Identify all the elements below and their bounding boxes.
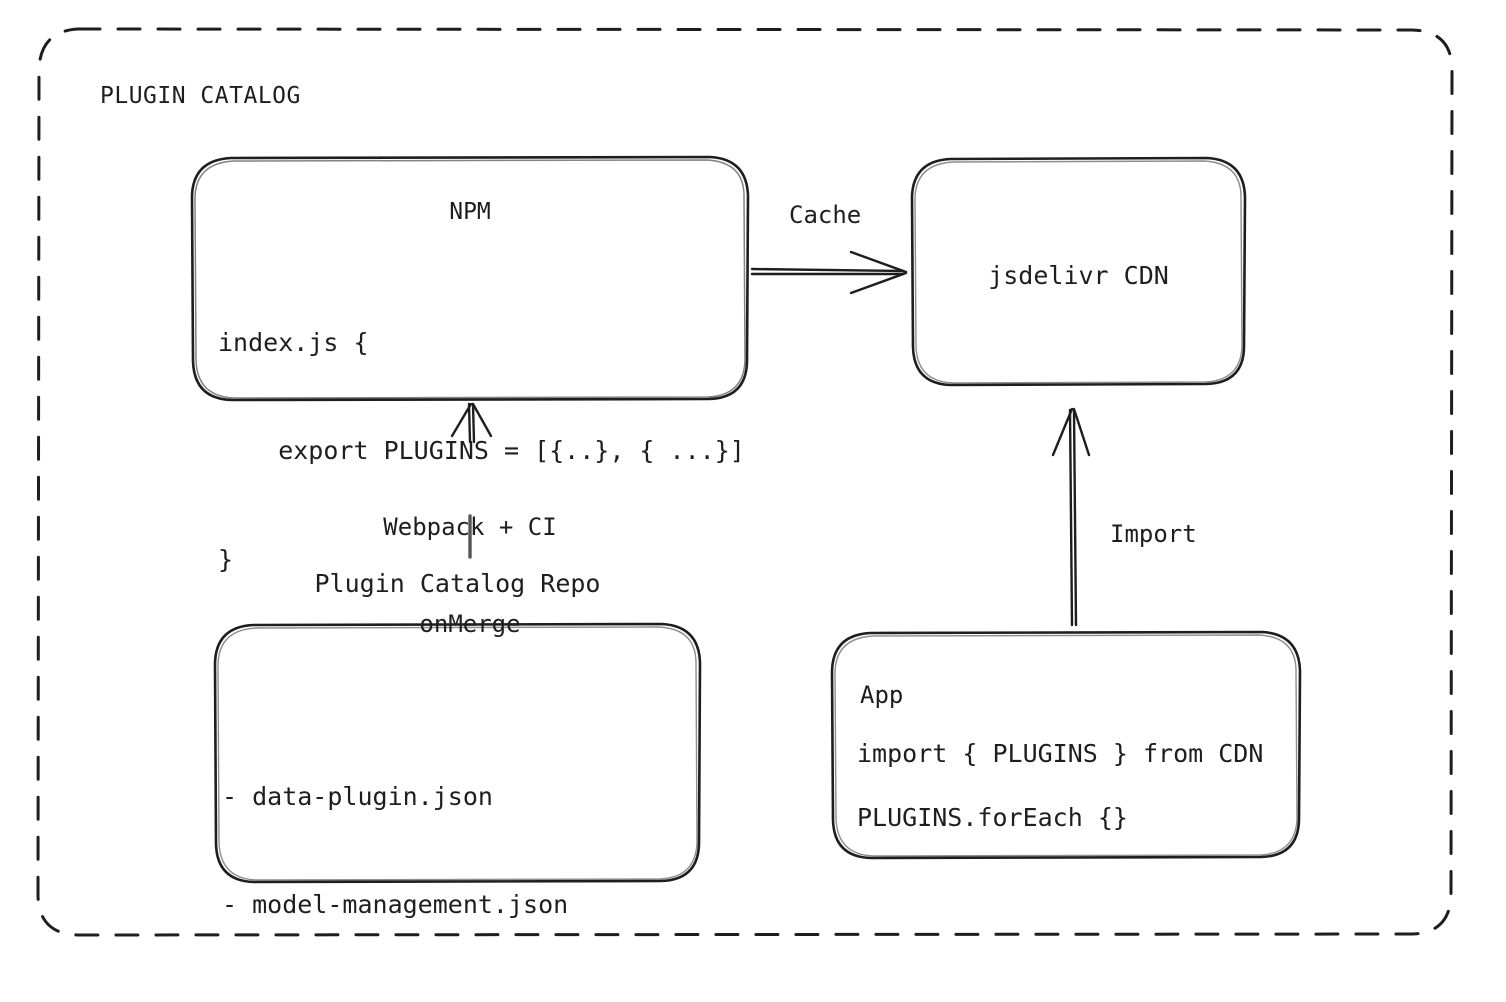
webpack-ci-edge-label-line2: onMerge — [419, 609, 521, 638]
app-code-line: import { PLUGINS } from CDN — [857, 739, 1264, 768]
repo-node-caption: Plugin Catalog Repo — [314, 569, 601, 598]
npm-code-line: index.js { — [218, 327, 369, 357]
import-arrow — [1051, 407, 1091, 627]
webpack-ci-edge-label: Webpack + CI onMerge — [310, 446, 630, 705]
repo-file-list: - data-plugin.json - model-management.js… — [222, 706, 568, 1002]
group-container-border — [36, 27, 1454, 937]
cdn-box-outline — [910, 156, 1247, 387]
webpack-ci-edge-label-line1: Webpack + CI — [383, 512, 557, 541]
npm-code-block: index.js { export PLUGINS = [{..}, { ...… — [218, 252, 745, 651]
cache-arrow — [750, 250, 908, 295]
npm-code-line: } — [218, 545, 234, 574]
repo-box-outline — [213, 622, 702, 884]
webpack-ci-arrow — [450, 402, 493, 559]
cdn-node-title: jsdelivr CDN — [988, 261, 1169, 290]
repo-file-item: - model-management.json — [222, 890, 569, 920]
group-title: PLUGIN CATALOG — [100, 83, 301, 109]
import-edge-label: Import — [1110, 520, 1197, 548]
app-node-title: App — [860, 681, 904, 709]
npm-node-title: NPM — [449, 199, 491, 225]
npm-box-outline — [190, 155, 750, 402]
app-code-line: PLUGINS.forEach {} — [857, 803, 1128, 832]
cache-edge-label: Cache — [789, 201, 862, 229]
npm-code-line: export PLUGINS = [{..}, { ...}] — [218, 436, 745, 466]
repo-file-item: - data-plugin.json — [222, 781, 493, 811]
app-box-outline — [830, 630, 1302, 860]
repo-file-item: ... — [222, 996, 568, 1002]
